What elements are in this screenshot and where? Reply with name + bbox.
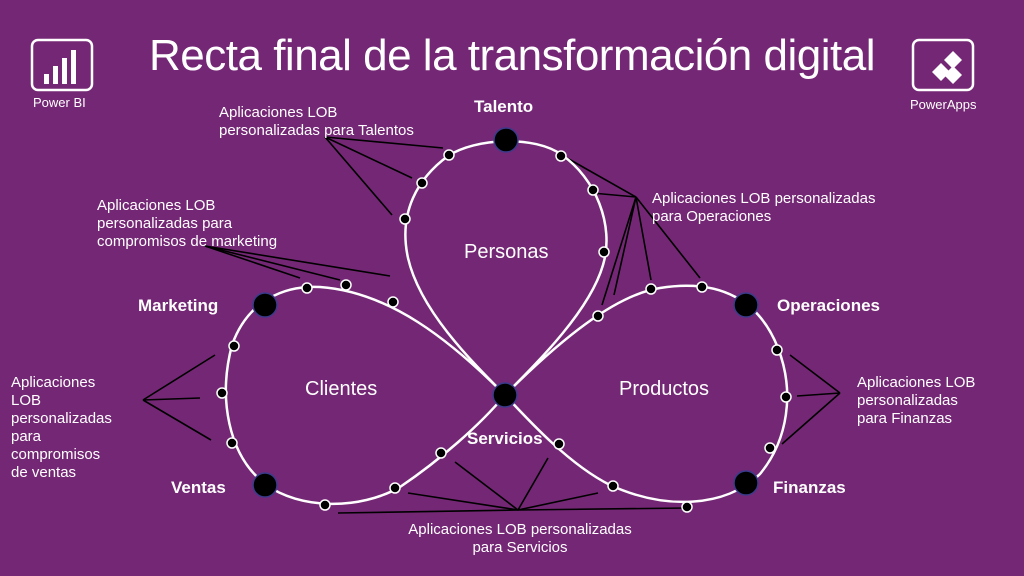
node-talento bbox=[493, 127, 519, 153]
powerapps-icon bbox=[911, 38, 975, 92]
node-label-ventas: Ventas bbox=[171, 478, 226, 497]
dot bbox=[340, 279, 352, 291]
node-operaciones bbox=[733, 292, 759, 318]
dot bbox=[598, 246, 610, 258]
dot bbox=[443, 149, 455, 161]
callout-marketing: Aplicaciones LOB personalizadas para com… bbox=[97, 197, 278, 250]
dot bbox=[587, 184, 599, 196]
callout-talentos: Aplicaciones LOB personalizadas para Tal… bbox=[219, 104, 414, 139]
powerapps-label: PowerApps bbox=[910, 97, 977, 112]
dot bbox=[645, 283, 657, 295]
dot bbox=[771, 344, 783, 356]
dot bbox=[592, 310, 604, 322]
dot bbox=[301, 282, 313, 294]
callout-lines bbox=[142, 136, 841, 514]
dot bbox=[555, 150, 567, 162]
dot bbox=[399, 213, 411, 225]
dot bbox=[389, 482, 401, 494]
dot bbox=[226, 437, 238, 449]
large-nodes bbox=[252, 127, 759, 498]
node-label-servicios: Servicios bbox=[467, 429, 543, 448]
dot bbox=[387, 296, 399, 308]
callout-finanzas: Aplicaciones LOB personalizadas para Fin… bbox=[857, 374, 976, 427]
dot bbox=[319, 499, 331, 511]
dot bbox=[681, 501, 693, 513]
dot bbox=[607, 480, 619, 492]
node-servicios bbox=[492, 382, 518, 408]
dot bbox=[435, 447, 447, 459]
callout-servicios: Aplicaciones LOB personalizadas para Ser… bbox=[408, 521, 632, 556]
node-marketing bbox=[252, 292, 278, 318]
node-label-finanzas: Finanzas bbox=[773, 478, 846, 497]
node-ventas bbox=[252, 472, 278, 498]
section-productos: Productos bbox=[619, 378, 710, 400]
dot bbox=[553, 438, 565, 450]
node-label-operaciones: Operaciones bbox=[777, 296, 880, 315]
section-clientes: Clientes bbox=[305, 378, 378, 400]
node-label-talento: Talento bbox=[474, 97, 534, 116]
dot bbox=[416, 177, 428, 189]
power-bi-label: Power BI bbox=[33, 95, 86, 110]
node-label-marketing: Marketing bbox=[138, 296, 219, 315]
dot bbox=[216, 387, 228, 399]
dot bbox=[228, 340, 240, 352]
callout-operaciones: Aplicaciones LOB personalizadas para Ope… bbox=[652, 190, 876, 225]
dot bbox=[764, 442, 776, 454]
page-title: Recta final de la transformación digital bbox=[149, 31, 875, 80]
node-finanzas bbox=[733, 470, 759, 496]
section-personas: Personas bbox=[464, 241, 549, 263]
small-dots bbox=[216, 149, 792, 513]
callout-ventas: Aplicaciones LOB personalizadas para com… bbox=[11, 374, 112, 481]
dot bbox=[696, 281, 708, 293]
dot bbox=[780, 391, 792, 403]
power-bi-icon bbox=[30, 38, 94, 92]
